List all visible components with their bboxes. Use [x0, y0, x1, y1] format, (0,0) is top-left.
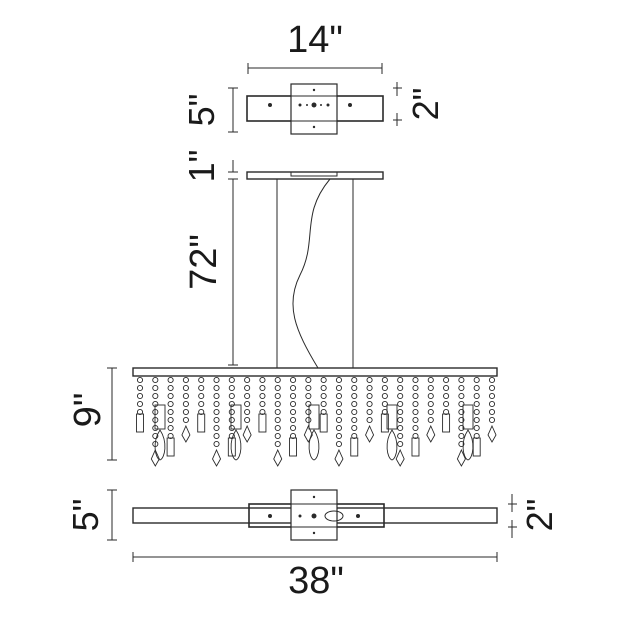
bottom-plate-depth-label: 2"	[519, 499, 560, 532]
crystal-strand	[411, 376, 420, 457]
bottom-depth-label: 5"	[65, 499, 106, 532]
canopy-height-label: 1"	[181, 150, 222, 183]
crystal-strand	[395, 376, 405, 467]
crystal-strand	[242, 376, 252, 443]
lamp-bulb	[230, 404, 242, 461]
crystal-strand	[365, 376, 375, 443]
top-view-holes	[268, 88, 352, 129]
crystal-strand	[487, 376, 497, 443]
top-view	[228, 63, 402, 135]
crystal-strand	[136, 376, 144, 433]
crystal-strand	[227, 376, 236, 457]
crystal-strand	[150, 376, 160, 467]
crystal-strand	[442, 376, 451, 433]
crystal-strand	[472, 376, 481, 457]
bottom-length-label: 38"	[288, 560, 344, 602]
top-plate-depth-label: 2"	[405, 88, 446, 121]
top-depth-label: 5"	[181, 94, 222, 127]
lamp-bulb	[308, 404, 320, 461]
side-view	[228, 160, 384, 369]
crystal-strand	[319, 376, 328, 433]
suspension-length-label: 72"	[183, 234, 225, 290]
bottom-view	[107, 489, 517, 562]
lamp-bulb	[386, 404, 398, 461]
fixture-height-label: 9"	[67, 393, 109, 428]
crystal-strand	[350, 376, 359, 457]
crystal-strand	[212, 376, 222, 467]
fixture-body	[107, 367, 498, 461]
lamp-bulb	[462, 404, 474, 461]
crystal-strand	[303, 376, 313, 443]
crystal-strand	[181, 376, 191, 443]
crystal-strand	[426, 376, 436, 443]
crystal-strand	[289, 376, 297, 457]
top-width-label: 14"	[287, 19, 343, 61]
crystal-strand	[380, 376, 389, 433]
crystal-strand	[197, 376, 206, 433]
crystal-strands	[136, 376, 497, 467]
bottom-view-holes	[268, 495, 360, 535]
crystal-strand	[258, 376, 267, 433]
crystal-strand	[456, 376, 466, 467]
crystal-strand	[334, 376, 344, 467]
lamp-bulb	[154, 404, 166, 461]
crystal-strand	[166, 376, 175, 457]
crystal-strand	[273, 376, 283, 467]
